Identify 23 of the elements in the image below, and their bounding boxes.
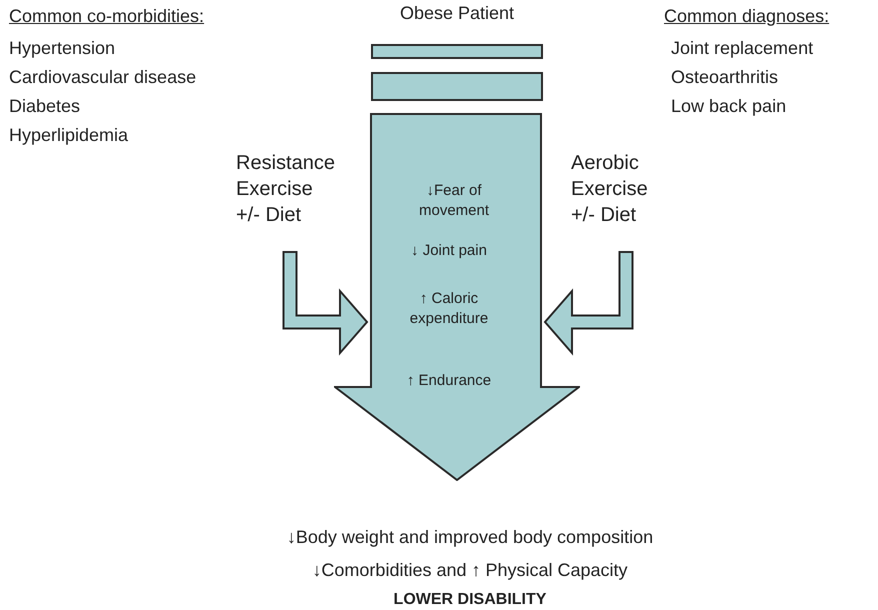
heading-text: Obese Patient xyxy=(380,2,534,26)
list-heading: Common diagnoses: xyxy=(664,6,830,28)
list-item: Hyperlipidemia xyxy=(9,125,128,147)
arrow-text: ↑ Caloric expenditure xyxy=(408,289,490,328)
outcome-text: ↓Comorbidities and ↑ Physical Capacity xyxy=(311,559,629,582)
list-item: Cardiovascular disease xyxy=(9,67,196,89)
outcome-text: ↓Body weight and improved body composition xyxy=(286,526,654,549)
exercise-label: Aerobic Exercise +/- Diet xyxy=(571,150,671,228)
list-item: Hypertension xyxy=(9,38,116,60)
list-item: Low back pain xyxy=(671,96,786,118)
list-heading: Common co-morbidities: xyxy=(9,6,204,28)
list-item: Diabetes xyxy=(9,96,80,118)
conclusion-text: LOWER DISABILITY xyxy=(392,590,548,610)
exercise-label: Resistance Exercise +/- Diet xyxy=(236,150,336,228)
bar xyxy=(371,72,543,101)
arrow-text: ↓Fear of movement xyxy=(418,181,490,220)
arrow-text: ↑ Endurance xyxy=(406,371,492,390)
list-item: Osteoarthritis xyxy=(671,67,778,89)
bar xyxy=(371,44,543,59)
block-arrow xyxy=(544,251,634,356)
block-arrow xyxy=(282,251,368,356)
list-item: Joint replacement xyxy=(671,38,814,60)
arrow-text: ↓ Joint pain xyxy=(410,241,488,260)
